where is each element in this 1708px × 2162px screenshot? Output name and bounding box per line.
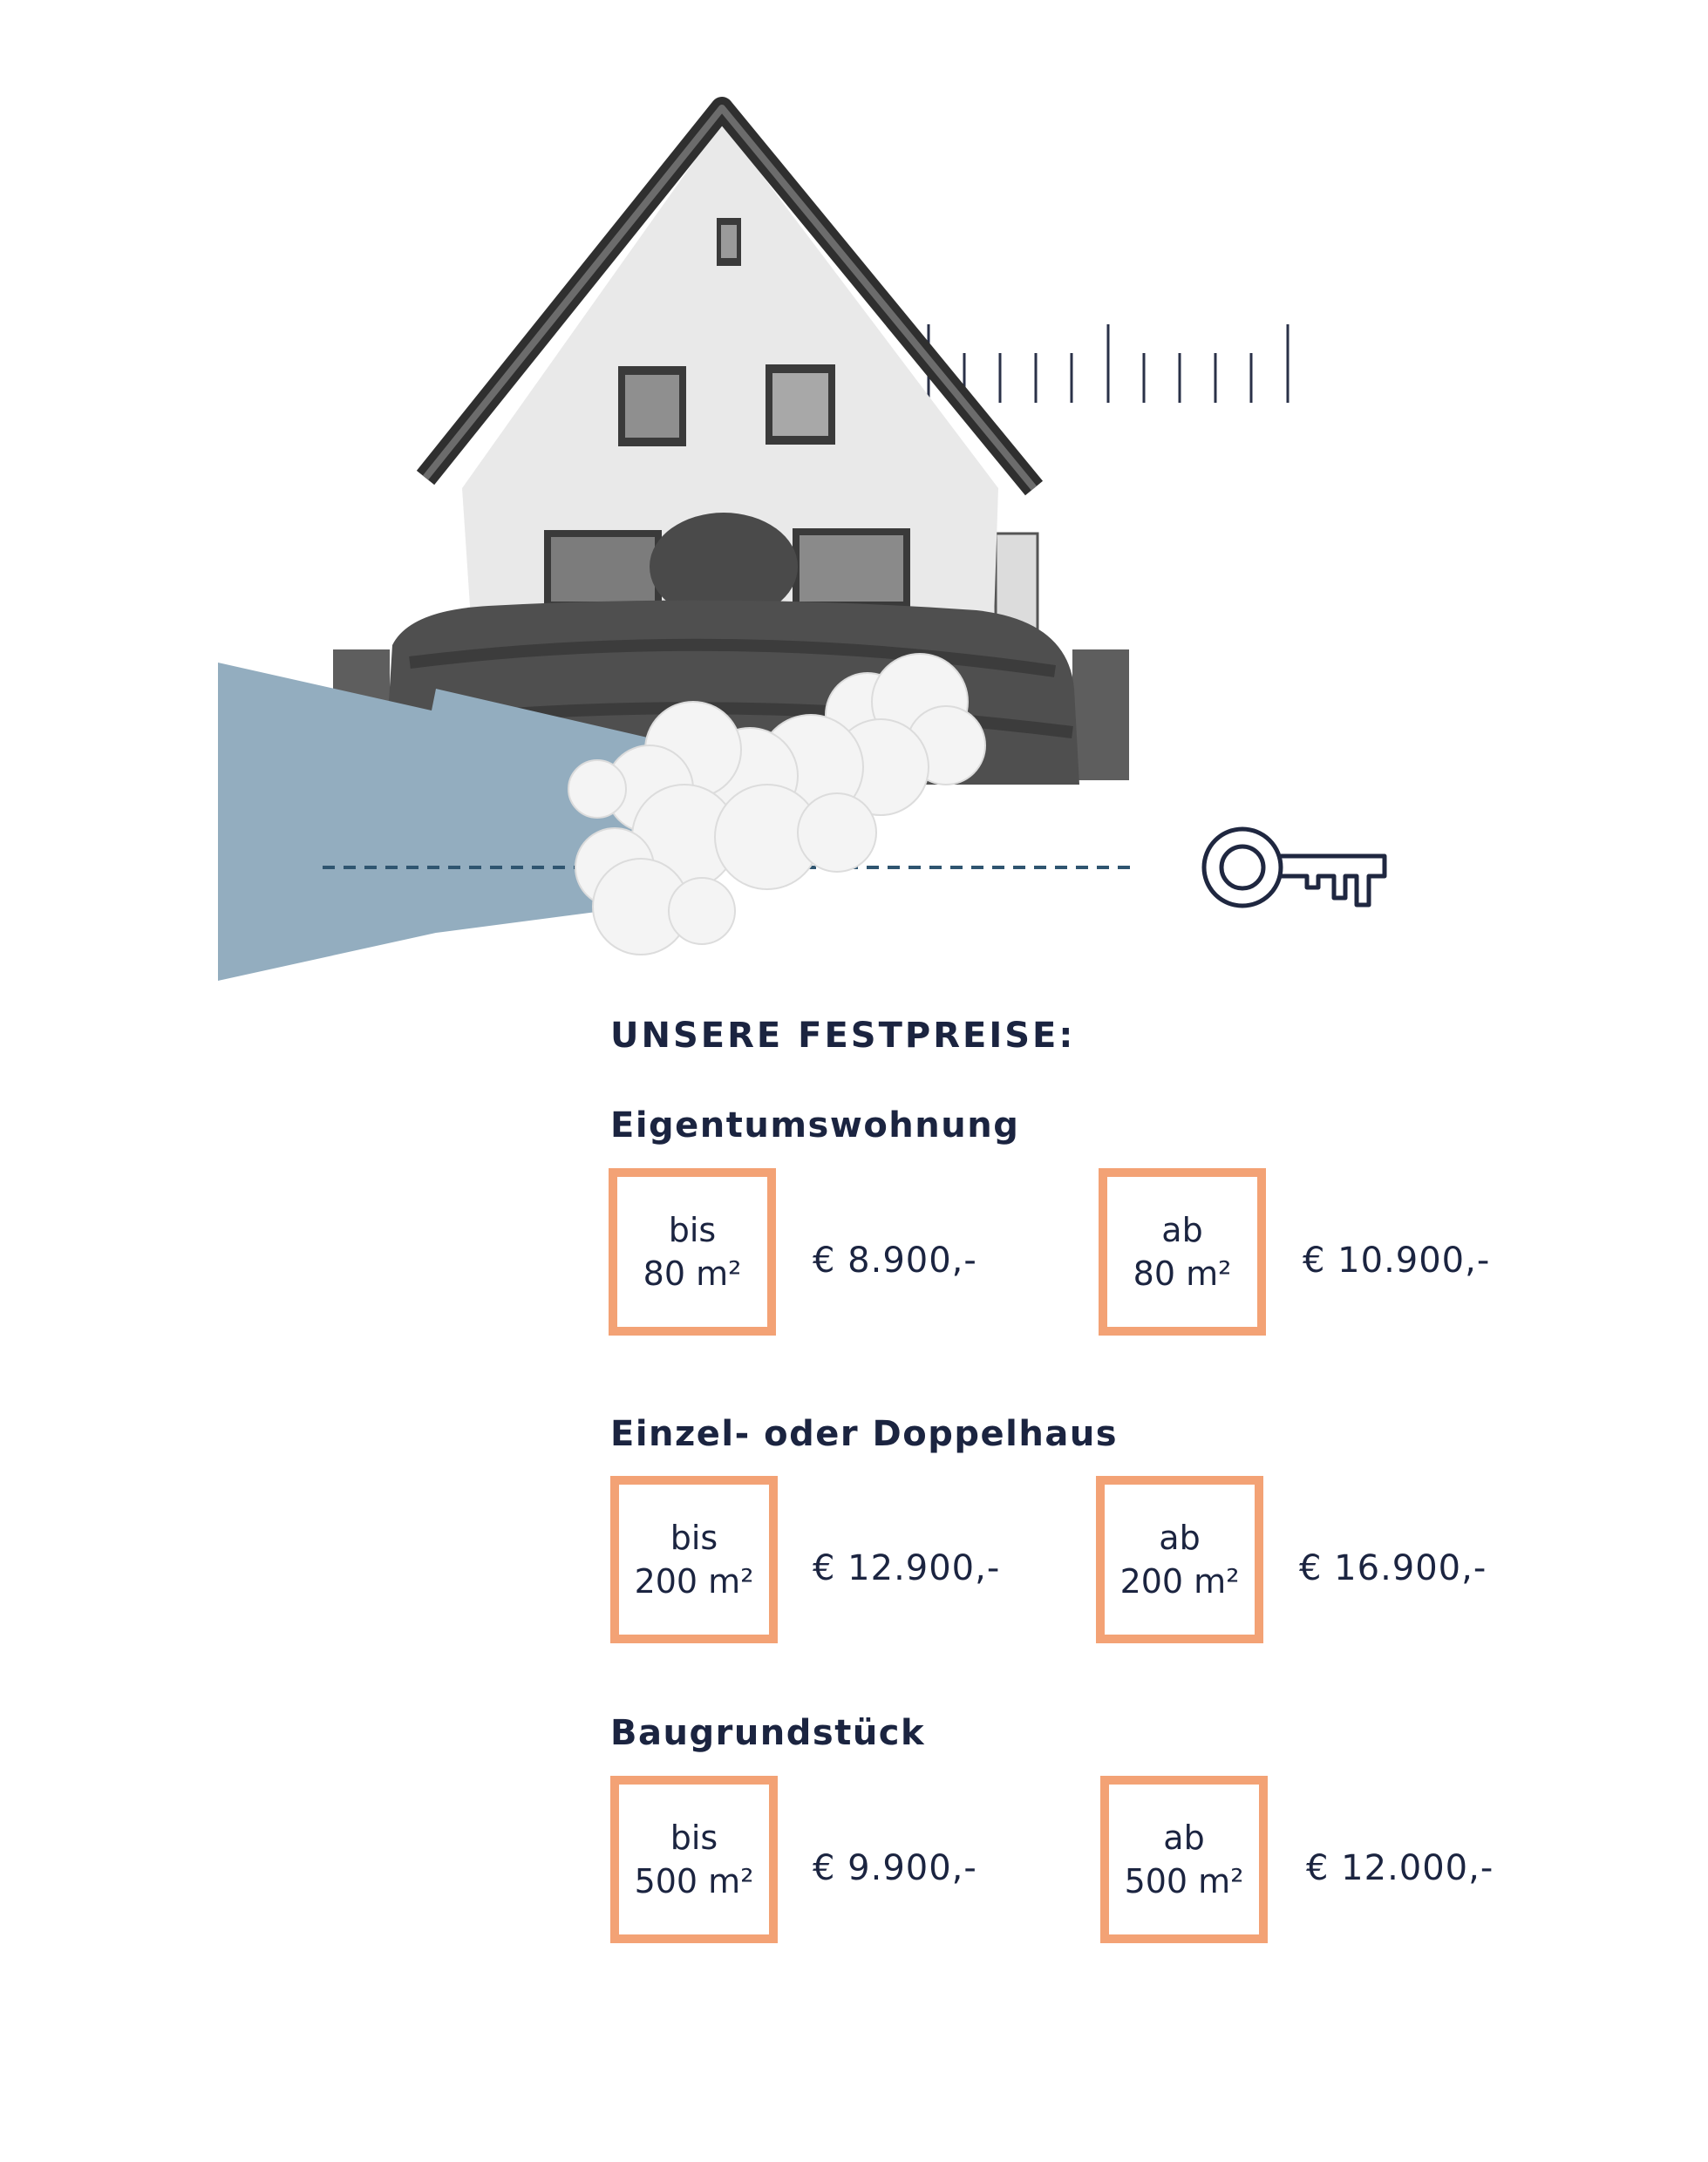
size-qualifier: ab (1163, 1819, 1205, 1857)
cloud (568, 653, 986, 955)
price-value: € 9.900,- (813, 1848, 977, 1888)
size-box-ab: ab 200 m² (1096, 1476, 1263, 1643)
house-photo (333, 97, 1129, 785)
size-box-ab: ab 80 m² (1099, 1168, 1266, 1336)
price-value: € 16.900,- (1299, 1548, 1487, 1588)
category-title-einzel-doppelhaus: Einzel- oder Doppelhaus (610, 1414, 1119, 1454)
size-qualifier: bis (670, 1819, 718, 1857)
price-value: € 8.900,- (813, 1241, 977, 1281)
size-value: 500 m² (1124, 1862, 1244, 1900)
page-title: UNSERE FESTPREISE: (610, 1016, 1076, 1056)
size-value: 80 m² (643, 1254, 742, 1293)
size-box-bis: bis 500 m² (610, 1776, 778, 1943)
key-icon (1201, 826, 1387, 908)
ruler-ticks (927, 324, 1290, 403)
size-qualifier: bis (670, 1519, 718, 1557)
price-value: € 12.900,- (813, 1548, 1001, 1588)
size-value: 80 m² (1133, 1254, 1232, 1293)
size-box-bis: bis 80 m² (609, 1168, 776, 1336)
price-value: € 12.000,- (1306, 1848, 1494, 1888)
size-qualifier: ab (1159, 1519, 1201, 1557)
category-title-eigentumswohnung: Eigentumswohnung (610, 1105, 1020, 1146)
blue-wedge (218, 663, 663, 981)
size-qualifier: ab (1161, 1211, 1203, 1249)
price-value: € 10.900,- (1303, 1241, 1491, 1281)
size-value: 500 m² (634, 1862, 754, 1900)
size-value: 200 m² (634, 1562, 754, 1601)
hero-illustration (0, 0, 1708, 1003)
size-qualifier: bis (668, 1211, 717, 1249)
size-box-bis: bis 200 m² (610, 1476, 778, 1643)
category-title-baugrundstueck: Baugrundstück (610, 1713, 926, 1753)
size-box-ab: ab 500 m² (1100, 1776, 1268, 1943)
size-value: 200 m² (1119, 1562, 1240, 1601)
